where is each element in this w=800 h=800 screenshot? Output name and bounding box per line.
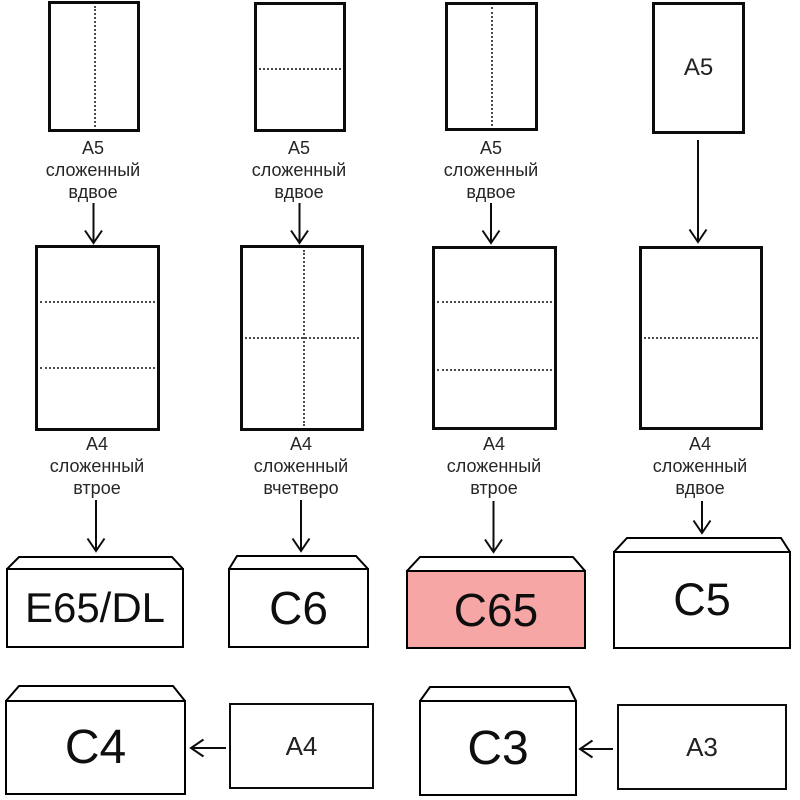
caption-a4-folded-half-col4: A4 сложенный вдвое [652, 434, 748, 498]
sheet-a5-label: A5 [683, 54, 714, 81]
sheet-a4-fold-half-col4 [639, 246, 763, 430]
fold-line-horizontal [644, 337, 758, 339]
caption-a5-folded-in-half-col3: A5 сложенный вдвое [443, 138, 539, 202]
sheet-a4-fold-quarters-col2 [240, 245, 364, 431]
fold-line-horizontal [40, 301, 155, 303]
envelope-c3: C3 [419, 686, 577, 796]
caption-a4-folded-thirds-col1: A4 сложенный втрое [49, 434, 145, 498]
arrow-down-col2-top [290, 203, 309, 245]
fold-line-vertical [94, 6, 96, 127]
arrow-down-col1-top [84, 203, 103, 245]
caption-a5-folded-in-half-col1: A5 сложенный вдвое [45, 138, 141, 202]
envelope-face: C6 [228, 568, 369, 648]
envelope-c4: C4 [5, 685, 186, 795]
envelope-c65-label: C65 [453, 583, 539, 636]
caption-a4-folded-thirds-col3: A4 сложенный втрое [446, 434, 542, 498]
sheet-a3-landscape: A3 [617, 704, 787, 790]
envelope-e65-dl-label: E65/DL [24, 584, 166, 631]
envelope-face: C3 [419, 700, 577, 796]
arrow-down-col3-mid [484, 501, 503, 554]
arrow-down-col4-top [688, 140, 708, 244]
envelope-e65-dl: E65/DL [6, 556, 184, 649]
arrow-down-col2-mid [291, 500, 311, 553]
sheet-a4-landscape: A4 [229, 703, 374, 789]
sheet-a3-label: A3 [686, 731, 718, 762]
fold-line-horizontal [40, 367, 155, 369]
sheet-a4-label: A4 [285, 730, 318, 761]
fold-line-horizontal [437, 301, 552, 303]
fold-line-vertical [491, 7, 493, 126]
sheet-a4-fold-thirds-col3 [432, 246, 557, 430]
envelope-face: C4 [5, 700, 186, 795]
arrow-down-col3-top [481, 203, 501, 245]
arrow-left-a4-to-c4 [189, 738, 226, 758]
fold-line-horizontal [437, 369, 552, 371]
envelope-c3-label: C3 [467, 721, 529, 775]
sheet-a5-fold-vertical-col1 [48, 1, 140, 132]
envelope-c5-label: C5 [673, 574, 731, 625]
envelope-c4-label: C4 [64, 721, 127, 774]
arrow-down-col4-mid [692, 501, 712, 535]
sheet-a5-fold-horizontal-col2 [254, 2, 346, 132]
envelope-c5: C5 [613, 537, 791, 649]
arrow-down-col1-mid [86, 500, 106, 553]
envelope-c6-label: C6 [269, 582, 328, 634]
envelope-face: E65/DL [6, 568, 184, 648]
envelope-face: C65 [406, 570, 586, 649]
caption-a5-folded-in-half-col2: A5 сложенный вдвое [251, 138, 347, 202]
sheet-a4-fold-thirds-col1 [35, 245, 160, 431]
caption-a4-folded-quarters-col2: A4 сложенный вчетверо [253, 434, 349, 498]
sheet-a5-plain-col4: A5 [652, 2, 745, 134]
envelope-face: C5 [613, 551, 791, 649]
fold-line-horizontal [259, 68, 341, 70]
fold-line-horizontal [245, 337, 359, 339]
arrow-left-a3-to-c3 [578, 739, 613, 759]
envelope-c6: C6 [228, 555, 369, 649]
sheet-a5-fold-vertical-col3 [445, 2, 538, 131]
envelope-c65-highlighted: C65 [406, 556, 586, 649]
